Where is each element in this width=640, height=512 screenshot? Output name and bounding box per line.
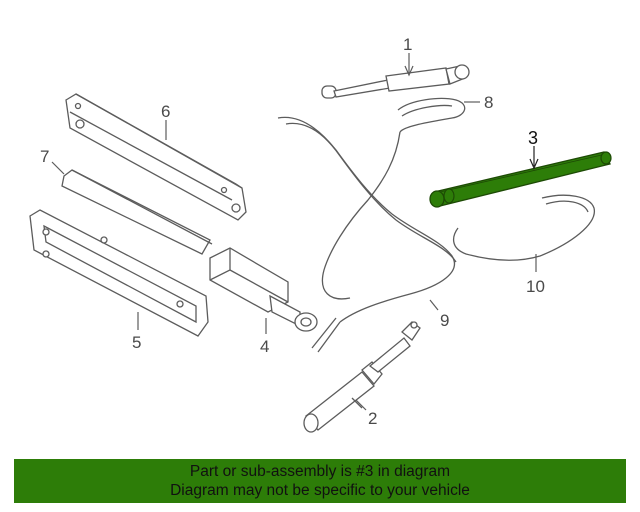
leader-1-arrow — [404, 65, 414, 77]
leader-2 — [355, 399, 367, 411]
leader-9 — [429, 299, 439, 311]
callout-10[interactable]: 10 — [526, 277, 545, 296]
callout-4[interactable]: 4 — [260, 337, 269, 356]
part-3-spindle[interactable] — [429, 151, 612, 208]
part-7-strip[interactable] — [61, 169, 213, 255]
part-1-strut[interactable] — [321, 64, 470, 99]
callout-9[interactable]: 9 — [440, 311, 449, 330]
part-10-cable[interactable] — [453, 194, 595, 261]
banner-line-2: Diagram may not be specific to your vehi… — [170, 482, 470, 499]
leader-7 — [51, 161, 65, 175]
callout-7[interactable]: 7 — [40, 147, 49, 166]
part-8-cable[interactable] — [321, 97, 466, 300]
leader-3-arrow — [529, 158, 539, 170]
part-5-panel[interactable] — [29, 209, 209, 337]
part-2-strut[interactable] — [303, 321, 421, 433]
part-6-bracket[interactable] — [65, 93, 247, 221]
callout-8[interactable]: 8 — [484, 93, 493, 112]
callout-2[interactable]: 2 — [368, 409, 377, 428]
info-banner: Part or sub-assembly is #3 in diagram Di… — [14, 459, 626, 503]
callout-6[interactable]: 6 — [161, 102, 170, 121]
banner-line-1: Part or sub-assembly is #3 in diagram — [189, 463, 451, 480]
callout-5[interactable]: 5 — [132, 333, 141, 352]
callout-3[interactable]: 3 — [528, 128, 538, 148]
part-9-cable[interactable] — [277, 116, 457, 353]
callout-1[interactable]: 1 — [403, 35, 412, 54]
parts-diagram: 1 6 7 5 4 — [29, 35, 612, 433]
part-4-actuator[interactable] — [209, 247, 318, 332]
